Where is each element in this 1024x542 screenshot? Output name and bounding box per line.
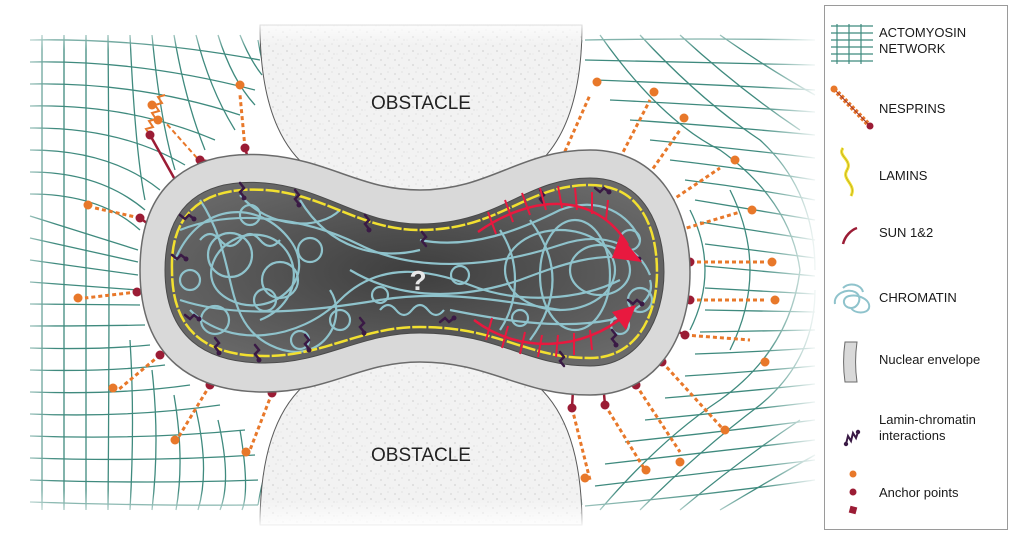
- nesprin-left-1: [144, 94, 180, 186]
- legend-label-lamin-chromatin: Lamin-chromatin interactions: [879, 412, 976, 443]
- legend-item-anchor-points: Anchor points: [825, 468, 1007, 524]
- legend-label-sun: SUN 1&2: [879, 225, 934, 240]
- legend-label-actomyosin: ACTOMYOSIN NETWORK: [879, 25, 967, 56]
- legend-item-sun: SUN 1&2: [825, 216, 1007, 256]
- unknown-mechanism-marker: ?: [409, 265, 426, 296]
- interaction-dots: [183, 189, 645, 363]
- obstacle-bottom: OBSTACLE: [258, 354, 584, 528]
- legend-label-anchor-points: Anchor points: [879, 485, 959, 500]
- legend-label-nesprins: NESPRINS: [879, 101, 946, 116]
- legend-item-actomyosin: ACTOMYOSIN NETWORK: [825, 18, 1007, 68]
- sun-protein-icon: [841, 226, 858, 245]
- anchor-points-icon: [848, 470, 858, 515]
- nesprin-spring-icon: [830, 85, 874, 130]
- legend-item-chromatin: CHROMATIN: [825, 278, 1007, 324]
- actomyosin-network-icon: [831, 24, 873, 64]
- legend-label-envelope: Nuclear envelope: [879, 352, 981, 367]
- obstacle-top-label: OBSTACLE: [371, 93, 471, 114]
- legend-panel: ACTOMYOSIN NETWORK NESPRINS LAMINS SUN 1…: [824, 5, 1008, 530]
- lamin-wave-icon: [840, 147, 854, 197]
- legend-item-nesprins: NESPRINS: [825, 81, 1007, 141]
- obstacle-bottom-label: OBSTACLE: [371, 445, 471, 466]
- lamin-layer: [170, 183, 659, 360]
- lamin-chromatin-interaction-icon: [843, 429, 861, 447]
- legend-item-envelope: Nuclear envelope: [825, 338, 1007, 388]
- arrow-head-upper: [612, 235, 642, 262]
- chromatin-tangle: [173, 194, 654, 353]
- legend-item-lamins: LAMINS: [825, 146, 1007, 197]
- arrow-head-lower: [612, 305, 636, 330]
- chromatin-coil-icon: [833, 283, 871, 314]
- legend-label-lamins: LAMINS: [879, 168, 928, 183]
- obstacle-top: OBSTACLE: [258, 20, 584, 196]
- chromatin-flow-arrows: [473, 185, 630, 358]
- nucleus-confinement-diagram: OBSTACLE OBSTACLE: [0, 0, 820, 542]
- nuclear-envelope-icon: [843, 341, 858, 383]
- legend-label-chromatin: CHROMATIN: [879, 290, 957, 305]
- legend-item-lamin-chromatin: Lamin-chromatin interactions: [825, 408, 1007, 458]
